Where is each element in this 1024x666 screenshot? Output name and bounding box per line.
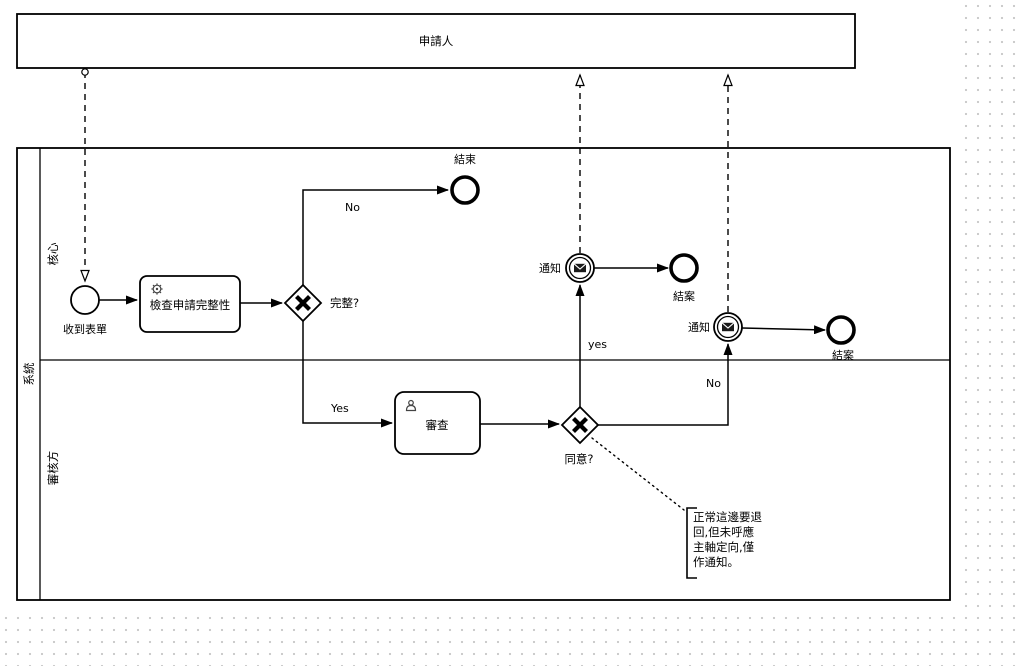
notify-event-2-label: 通知 xyxy=(688,320,710,334)
edge-label-complete-no: No xyxy=(345,201,360,214)
end-event-top-label: 結束 xyxy=(454,152,476,166)
envelope-icon-2 xyxy=(721,322,735,332)
annotation-bracket[interactable] xyxy=(686,507,697,579)
end-case-2-label: 結案 xyxy=(832,348,854,362)
pool-system-label: 系統 xyxy=(22,362,36,385)
gateway-complete-x2 xyxy=(295,295,311,311)
end-event-top[interactable] xyxy=(450,175,480,205)
task-review[interactable] xyxy=(394,391,481,455)
gateway-agree-label: 同意? xyxy=(564,452,593,466)
start-event-label: 收到表單 xyxy=(63,322,107,336)
end-case-1-label: 結案 xyxy=(673,289,695,303)
annotation-line-2: 回,但未呼應 xyxy=(693,525,754,539)
start-event[interactable] xyxy=(70,285,100,315)
notify-event-1-label: 通知 xyxy=(539,261,561,275)
notify-event-1-inner-ring xyxy=(568,256,592,280)
gateway-complete-label: 完整? xyxy=(330,296,359,310)
gear-icon xyxy=(151,283,163,295)
edge-label-agree-no: No xyxy=(706,377,721,390)
edge-label-complete-yes: Yes xyxy=(330,402,349,415)
pool-system[interactable] xyxy=(16,147,951,601)
end-case-1[interactable] xyxy=(669,253,699,283)
pool-applicant-label: 申請人 xyxy=(419,34,454,48)
gateway-agree-x2 xyxy=(572,417,588,433)
flow-gw1-yes-to-review[interactable] xyxy=(302,321,393,428)
pool-applicant[interactable] xyxy=(16,13,856,69)
task-check-label: 檢查申請完整性 xyxy=(150,298,231,312)
task-check-completeness[interactable] xyxy=(139,275,241,333)
lane-core-label: 核心 xyxy=(46,242,60,265)
lane-reviewer-label: 審核方 xyxy=(46,451,60,486)
annotation-line-3: 主軸定向,僅 xyxy=(693,540,755,554)
flow-gw2-no-to-notify2[interactable] xyxy=(598,343,733,426)
edge-label-agree-yes: yes xyxy=(588,338,607,351)
annotation-line-4: 作通知。 xyxy=(693,555,739,569)
annotation-line-1: 正常這邊要退 xyxy=(693,510,762,524)
person-icon xyxy=(405,399,417,412)
flow-gw1-no-to-end[interactable] xyxy=(302,185,449,285)
envelope-icon xyxy=(573,263,587,273)
end-case-2[interactable] xyxy=(826,315,856,345)
notify-event-2-inner-ring xyxy=(716,315,740,339)
flow-notify2-to-end2[interactable] xyxy=(741,325,826,335)
task-review-label: 審查 xyxy=(426,418,449,432)
